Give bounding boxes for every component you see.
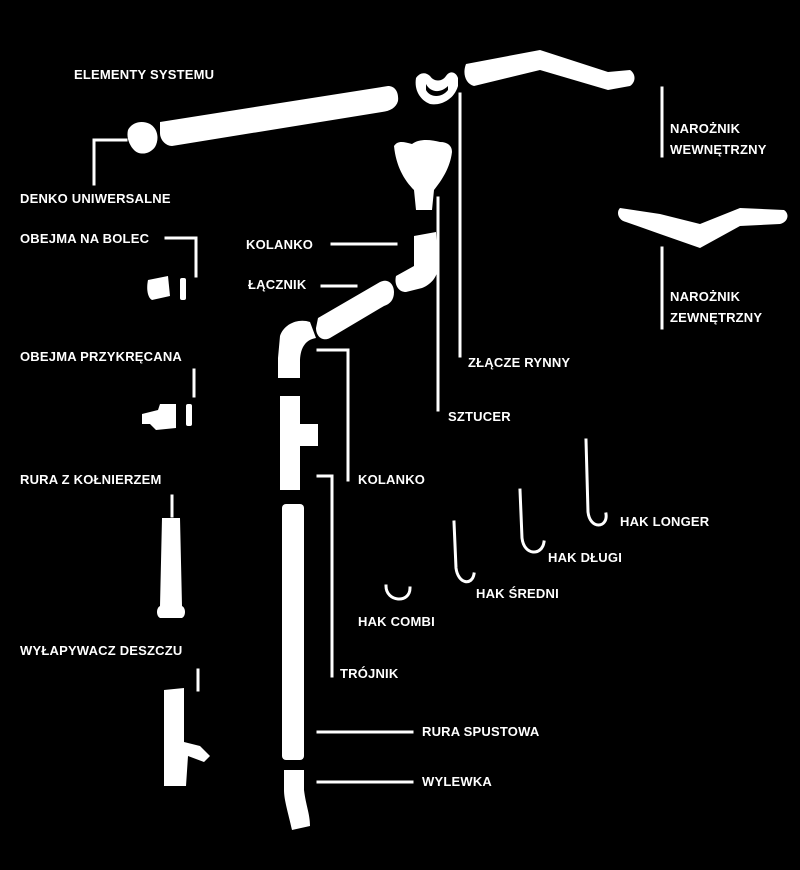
connector-pipe-part	[316, 280, 394, 340]
label-zlacze-rynny: ZŁĄCZE RYNNY	[468, 355, 571, 370]
label-lacznik: ŁĄCZNIK	[248, 277, 307, 292]
label-denko-uniwersalne: DENKO UNIWERSALNE	[20, 191, 171, 206]
gutter-connector-part	[415, 72, 458, 105]
label-wylapywacz-deszczu: WYŁAPYWACZ DESZCZU	[20, 643, 183, 658]
label-hak-longer: HAK LONGER	[620, 514, 710, 529]
label-naroznik-wew-line1: NAROŻNIK	[670, 121, 741, 136]
label-sztucer: SZTUCER	[448, 409, 511, 424]
tee-part	[280, 396, 318, 490]
downpipe-part	[282, 504, 304, 760]
leader-trojnik	[316, 474, 334, 678]
label-rura-z-kolnierzem: RURA Z KOŁNIERZEM	[20, 472, 162, 487]
leader-kolanko-mid	[316, 348, 350, 482]
diagram-title: ELEMENTY SYSTEMU	[74, 67, 215, 82]
clip-screw-part	[142, 404, 176, 430]
label-naroznik-wewnetrzny: NAROŻNIK WEWNĘTRZNY	[670, 118, 767, 160]
label-hak-sredni: HAK ŚREDNI	[476, 586, 559, 601]
label-kolanko-top: KOLANKO	[246, 237, 314, 252]
hook-combi-part	[384, 584, 412, 601]
elbow-top-part	[395, 232, 438, 292]
rain-catcher-part	[164, 688, 210, 786]
label-obejma-na-bolec: OBEJMA NA BOLEC	[20, 231, 150, 246]
label-naroznik-zewnetrzny: NAROŻNIK ZEWNĘTRZNY	[670, 286, 762, 328]
leader-denko	[92, 138, 128, 186]
outlet-part	[394, 140, 452, 210]
label-naroznik-zew-line2: ZEWNĘTRZNY	[670, 310, 763, 325]
label-trojnik: TRÓJNIK	[340, 666, 399, 681]
label-kolanko-mid: KOLANKO	[358, 472, 426, 487]
label-wylewka: WYLEWKA	[422, 774, 492, 789]
end-cap-part	[127, 122, 158, 154]
hook-long-part	[518, 488, 546, 554]
elbow-mid-part	[278, 320, 316, 378]
label-obejma-przykrecana: OBEJMA PRZYKRĘCANA	[20, 349, 183, 364]
label-naroznik-zew-line1: NAROŻNIK	[670, 289, 741, 304]
outer-corner-part	[618, 208, 788, 248]
label-naroznik-wew-line2: WEWNĘTRZNY	[670, 142, 767, 157]
collared-pipe-part	[157, 518, 185, 618]
leader-obejma-bolec	[164, 236, 198, 278]
label-rura-spustowa: RURA SPUSTOWA	[422, 724, 540, 739]
hook-medium-part	[452, 520, 476, 584]
gutter-main	[160, 86, 399, 146]
clip-peg-part	[147, 276, 170, 300]
label-hak-dlugi: HAK DŁUGI	[548, 550, 623, 565]
shoe-part	[284, 770, 310, 830]
label-hak-combi: HAK COMBI	[358, 614, 435, 629]
hook-longer-part	[584, 438, 608, 527]
inner-corner-part	[464, 50, 635, 90]
